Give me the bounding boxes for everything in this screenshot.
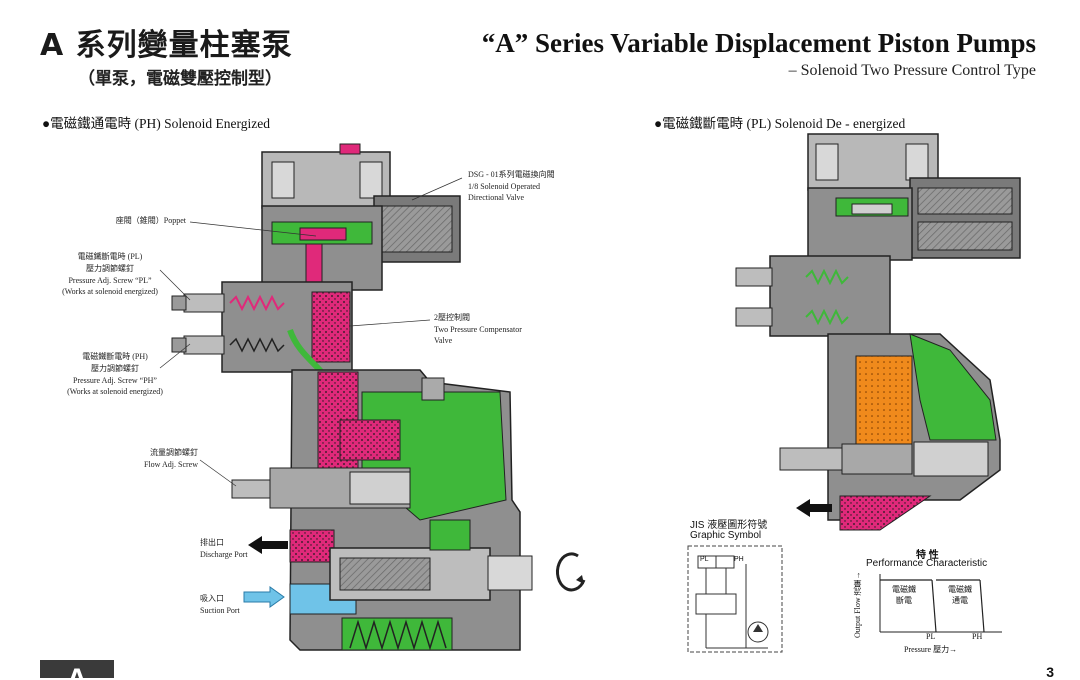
performance-zone2-line1: 電磁鐵 — [948, 585, 972, 594]
graphic-symbol-pl: PL — [700, 556, 709, 563]
graphic-symbol-title-en: Graphic Symbol — [690, 530, 762, 541]
performance-zone1-line2: 斷電 — [896, 596, 912, 605]
section-tab: A — [40, 660, 114, 678]
page-subtitle-cn: （單泵，電磁雙壓控制型） — [78, 69, 282, 89]
label-pl-en2: (Works at solenoid energized) — [62, 287, 158, 296]
page-number: 3 — [1046, 664, 1054, 680]
label-flow-cn: 流量調節螺釘 — [150, 448, 198, 457]
label-pl-en1: Pressure Adj. Screw “PL” — [68, 276, 152, 285]
performance-zone2-line2: 通電 — [952, 596, 968, 605]
label-poppet: 座閥（錐閥）Poppet — [115, 216, 186, 225]
label-discharge-en: Discharge Port — [200, 550, 248, 559]
right-section-title: ●電磁鐵斷電時 (PL) Solenoid De - energized — [654, 116, 906, 131]
label-ph-cn1: 電磁鐵斷電時 (PH) — [82, 352, 148, 361]
label-valve-en1: 1/8 Solenoid Operated — [468, 182, 540, 191]
label-comp-en2: Valve — [434, 336, 453, 345]
label-comp-cn: 2壓控制閥 — [434, 313, 470, 322]
performance-pl-tick: PL — [926, 632, 936, 641]
performance-title-cn: 特 性 — [916, 550, 939, 561]
label-ph-cn2: 壓力調節螺釘 — [91, 364, 139, 373]
label-valve-cn: DSG - 01系列電磁換向閥 — [468, 170, 555, 179]
label-flow-en: Flow Adj. Screw — [144, 460, 198, 469]
graphic-symbol-diagram — [687, 545, 783, 653]
graphic-symbol-ph: PH — [734, 556, 744, 563]
label-pl-cn1: 電磁鐵斷電時 (PL) — [77, 252, 143, 261]
graphic-symbol-title-cn: JIS 液壓圖形符號 — [690, 520, 768, 531]
performance-zone1-line1: 電磁鐵 — [892, 585, 916, 594]
performance-y-label: Output Flow 流量→ — [853, 571, 862, 638]
performance-title-en: Performance Characteristic — [866, 558, 988, 569]
page-subtitle-en: – Solenoid Two Pressure Control Type — [788, 62, 1036, 79]
label-ph-en2: (Works at solenoid energized) — [67, 387, 163, 396]
performance-chart — [879, 574, 1002, 633]
left-section-title: ●電磁鐵通電時 (PH) Solenoid Energized — [42, 116, 271, 131]
label-ph-en1: Pressure Adj. Screw “PH” — [73, 376, 157, 385]
label-suction-en: Suction Port — [200, 606, 240, 615]
label-discharge-cn: 排出口 — [200, 538, 224, 547]
performance-ph-tick: PH — [972, 632, 983, 641]
label-suction-cn: 吸入口 — [200, 594, 224, 603]
label-pl-cn2: 壓力調節螺釘 — [86, 264, 134, 273]
label-valve-en2: Directional Valve — [468, 193, 525, 202]
section-letter: A — [40, 660, 114, 678]
performance-x-label: Pressure 壓力→ — [904, 645, 958, 654]
page-title-en: “A” Series Variable Displacement Piston … — [481, 28, 1036, 58]
page-title-cn: A 系列變量柱塞泵 — [40, 28, 293, 63]
label-comp-en1: Two Pressure Compensator — [434, 325, 522, 334]
